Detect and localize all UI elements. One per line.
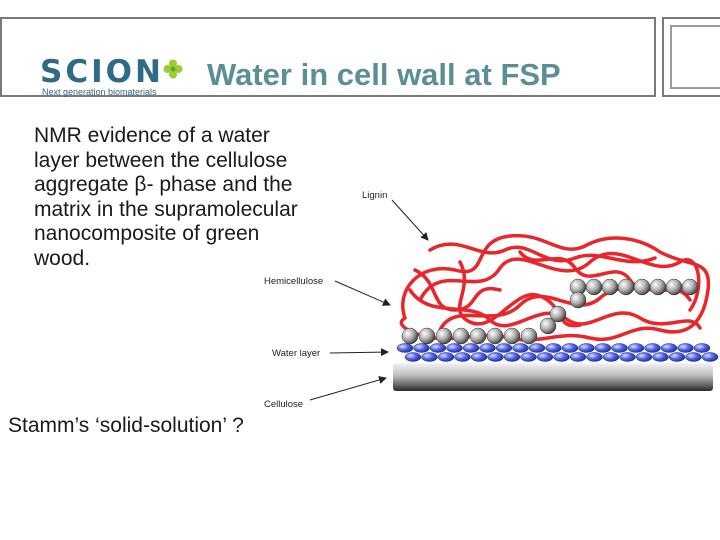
hemicellulose-arrow xyxy=(334,280,391,306)
hemicellulose-unit xyxy=(503,327,521,345)
hemicellulose-unit xyxy=(486,327,504,345)
logo-wordmark: SCION xyxy=(40,54,164,90)
water-molecule xyxy=(594,343,612,353)
hemicellulose-unit xyxy=(617,278,635,296)
hemicellulose-unit xyxy=(681,278,699,296)
water-molecule xyxy=(528,343,546,353)
hemicellulose-unit xyxy=(435,327,453,345)
hemicellulose-unit xyxy=(585,278,603,296)
beta-symbol: β xyxy=(134,173,147,196)
water-layer-arrow xyxy=(329,348,389,357)
hemicellulose-unit xyxy=(401,327,419,345)
water-molecule xyxy=(421,352,438,362)
water-molecule xyxy=(437,352,455,362)
water-molecule xyxy=(660,343,678,353)
water-molecule xyxy=(536,352,554,362)
water-molecule xyxy=(635,352,653,362)
water-molecule xyxy=(512,343,529,353)
water-molecule xyxy=(462,343,480,353)
water-molecule xyxy=(611,343,628,353)
water-molecule xyxy=(569,352,587,362)
water-molecule xyxy=(693,343,711,353)
cellulose-slab xyxy=(393,363,713,391)
water-molecule xyxy=(413,343,430,353)
water-molecule xyxy=(545,343,562,353)
hemicellulose-chain xyxy=(401,278,699,345)
logo-tagline: Next generation biomaterials xyxy=(42,87,157,97)
water-molecule xyxy=(446,343,463,353)
water-molecule xyxy=(668,352,686,362)
body-paragraph: NMR evidence of a water layer between th… xyxy=(34,124,298,270)
hemicellulose-unit xyxy=(633,278,651,296)
hemicellulose-unit xyxy=(452,327,470,345)
hemicellulose-unit xyxy=(418,327,436,345)
hemicellulose-label: Hemicellulose xyxy=(264,276,323,287)
side-frame xyxy=(662,17,720,97)
cellulose-label: Cellulose xyxy=(264,399,303,410)
water-molecule xyxy=(454,352,471,362)
water-molecule xyxy=(479,343,496,353)
hemicellulose-unit xyxy=(665,278,683,296)
water-molecule xyxy=(578,343,595,353)
lignin-arrow xyxy=(391,199,429,241)
water-molecule xyxy=(701,352,719,362)
water-molecule xyxy=(470,352,488,362)
hemicellulose-unit xyxy=(549,305,567,323)
hemicellulose-unit xyxy=(649,278,667,296)
water-molecule xyxy=(627,343,645,353)
water-molecule xyxy=(487,352,504,362)
water-molecule xyxy=(561,343,579,353)
title-frame: SCION Next generation biomaterials Water… xyxy=(0,17,656,97)
water-layer-molecules xyxy=(396,343,719,362)
water-molecule xyxy=(685,352,702,362)
water-molecule xyxy=(586,352,603,362)
water-molecule xyxy=(503,352,521,362)
hemicellulose-unit xyxy=(520,327,538,345)
hemicellulose-unit xyxy=(539,317,557,335)
water-molecule xyxy=(404,352,422,362)
water-molecule xyxy=(429,343,447,353)
water-molecule xyxy=(396,343,414,353)
lignin-label: Lignin xyxy=(362,190,387,201)
scion-logo: SCION Next generation biomaterials xyxy=(40,55,190,103)
footer-question: Stamm’s ‘solid-solution’ ? xyxy=(8,414,244,437)
hemicellulose-unit xyxy=(569,291,587,309)
clover-icon xyxy=(163,59,183,79)
water-molecule xyxy=(644,343,661,353)
hemicellulose-unit xyxy=(601,278,619,296)
water-molecule xyxy=(652,352,669,362)
water-molecule xyxy=(619,352,636,362)
water-molecule xyxy=(602,352,620,362)
hemicellulose-unit xyxy=(469,327,487,345)
water-molecule xyxy=(677,343,694,353)
water-molecule xyxy=(520,352,537,362)
cellulose-arrow xyxy=(309,376,387,401)
water-molecule xyxy=(495,343,513,353)
water-molecule xyxy=(553,352,570,362)
page-title: Water in cell wall at FSP xyxy=(207,57,561,92)
water-layer-label: Water layer xyxy=(272,348,320,359)
